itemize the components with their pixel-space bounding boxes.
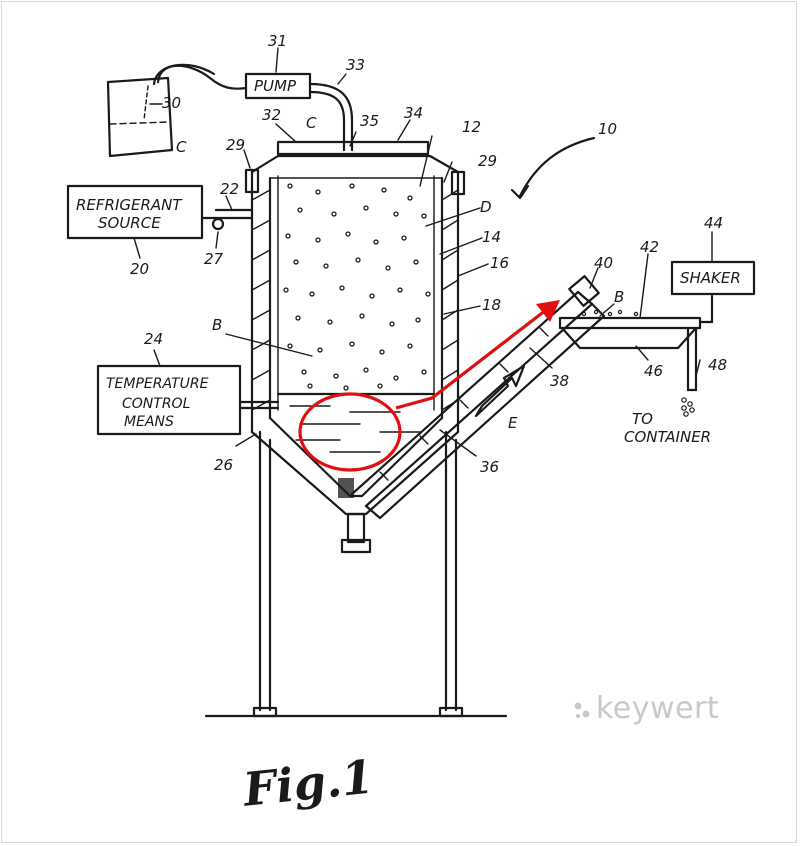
ref-12: 12	[462, 118, 481, 136]
ref-32: 32	[262, 106, 281, 124]
ref-29-right: 29	[478, 152, 497, 170]
letter-b-tray: B	[614, 288, 624, 306]
red-highlight-annotation	[298, 300, 560, 472]
shaker-tray	[558, 294, 714, 417]
shaker-label: SHAKER	[680, 269, 741, 287]
letter-c-tank: C	[176, 138, 187, 156]
ref-27: 27	[204, 250, 224, 268]
ref-44: 44	[704, 214, 723, 232]
temperature-control-box	[96, 364, 242, 436]
temperature-line2: CONTROL	[122, 396, 190, 412]
to-container-line1: TO	[632, 410, 653, 428]
reference-arrow-10	[518, 136, 596, 198]
letter-e: E	[508, 414, 518, 432]
ref-18: 18	[482, 296, 501, 314]
ref-48: 48	[708, 356, 727, 374]
liquid-tank	[106, 76, 174, 158]
refrigerant-source-box	[66, 184, 204, 240]
ref-16: 16	[490, 254, 509, 272]
ref-46: 46	[644, 362, 663, 380]
keywert-watermark: keywert	[574, 691, 719, 726]
inclined-conveyor	[350, 275, 606, 520]
letter-c-lid: C	[306, 114, 317, 132]
particle-cluster	[338, 478, 354, 498]
pump-outlet-tube-33	[308, 82, 354, 152]
ref-26: 26	[214, 456, 233, 474]
freezing-droplets	[283, 183, 431, 391]
ref-20: 20	[130, 260, 149, 278]
refrigerant-line2: SOURCE	[98, 214, 161, 232]
figure-caption: Fig.1	[239, 749, 376, 817]
temperature-line1: TEMPERATURE	[106, 376, 209, 392]
ref-14: 14	[482, 228, 501, 246]
ref-40: 40	[594, 254, 613, 272]
pump-box	[244, 72, 312, 100]
direction-arrow-e	[474, 364, 526, 418]
ref-30: 30	[162, 94, 181, 112]
ref-29-left: 29	[226, 136, 245, 154]
ref-24: 24	[144, 330, 163, 348]
ref-35: 35	[360, 112, 379, 130]
letter-b-chamber: B	[212, 316, 222, 334]
shaker-box	[670, 260, 756, 296]
temperature-line3: MEANS	[124, 414, 174, 430]
ref-42: 42	[640, 238, 659, 256]
ref-34: 34	[404, 104, 423, 122]
ref-10: 10	[598, 120, 617, 138]
ref-33: 33	[346, 56, 365, 74]
ref-36: 36	[480, 458, 499, 476]
ref-38: 38	[550, 372, 569, 390]
ref-22: 22	[220, 180, 239, 198]
freezing-vessel	[204, 140, 508, 718]
watermark-text: keywert	[596, 691, 719, 726]
to-container-line2: CONTAINER	[624, 428, 711, 446]
letter-d: D	[480, 198, 492, 216]
pump-label: PUMP	[254, 77, 297, 95]
ref-31: 31	[268, 32, 287, 50]
refrigerant-line1: REFRIGERANT	[76, 196, 183, 214]
